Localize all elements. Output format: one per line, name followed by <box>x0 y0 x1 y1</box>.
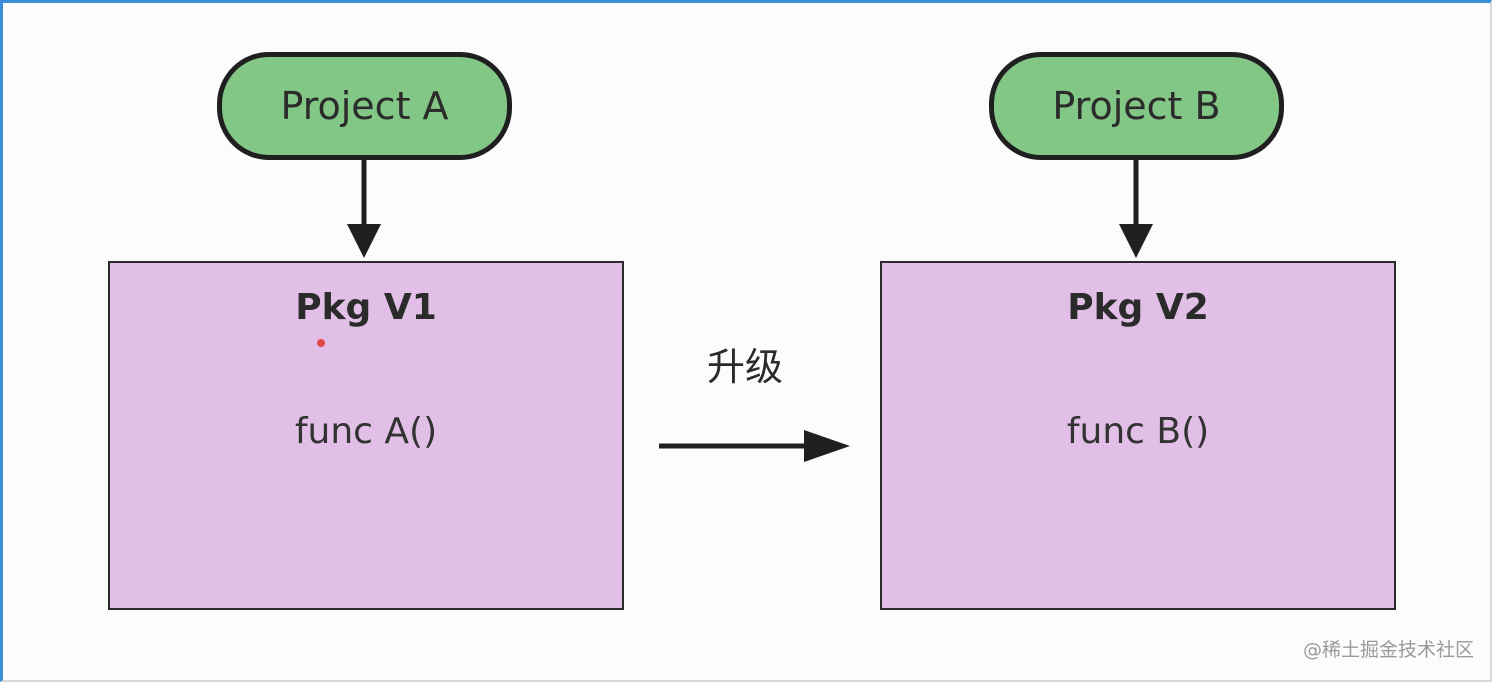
pkg-v1-box: Pkg V1 func A() <box>108 261 624 610</box>
pkg-v1-func: func A() <box>294 411 438 452</box>
pkg-v2-func: func B() <box>1066 411 1210 452</box>
cursor-dot <box>317 339 325 347</box>
project-b-node: Project B <box>989 52 1284 160</box>
project-a-node: Project A <box>217 52 512 160</box>
project-a-label: Project A <box>280 84 449 128</box>
project-b-label: Project B <box>1052 84 1221 128</box>
arrow-project-a-to-pkg-v1 <box>347 160 381 258</box>
watermark: @稀土掘金技术社区 <box>1302 639 1474 661</box>
upgrade-arrow <box>659 430 850 462</box>
pkg-v2-title: Pkg V2 <box>1067 287 1209 328</box>
pkg-v2-box: Pkg V2 func B() <box>880 261 1396 610</box>
pkg-v1-title: Pkg V1 <box>295 287 437 328</box>
arrow-project-b-to-pkg-v2 <box>1119 160 1153 258</box>
upgrade-label: 升级 <box>706 345 783 389</box>
